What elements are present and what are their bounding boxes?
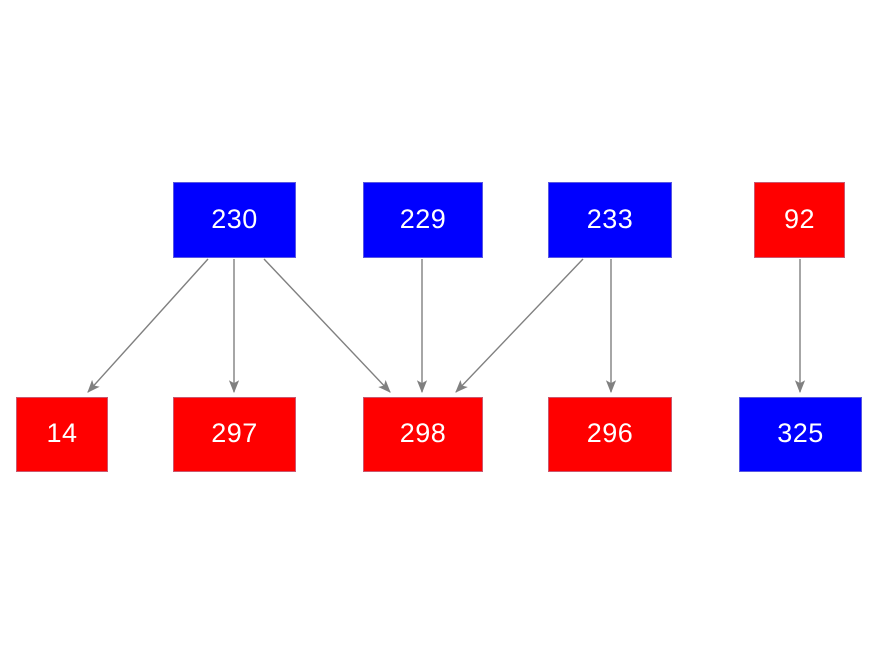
node-92[interactable]: 92	[754, 182, 845, 258]
node-label: 296	[586, 418, 634, 448]
edge-group	[87, 258, 806, 394]
node-296[interactable]: 296	[548, 397, 672, 472]
node-label: 14	[46, 418, 78, 448]
edge-233-to-298	[455, 258, 584, 393]
node-label: 298	[399, 418, 447, 448]
node-label: 297	[211, 418, 258, 448]
node-229[interactable]: 229	[363, 182, 483, 258]
node-298[interactable]: 298	[363, 397, 483, 472]
node-label: 230	[211, 203, 258, 234]
node-14[interactable]: 14	[16, 397, 108, 472]
node-label: 325	[777, 418, 824, 448]
node-297[interactable]: 297	[173, 397, 296, 472]
node-233[interactable]: 233	[548, 182, 672, 258]
node-label: 92	[783, 203, 816, 234]
node-label: 229	[399, 203, 447, 234]
edge-230-to-298	[263, 258, 391, 393]
node-230[interactable]: 230	[173, 182, 296, 258]
edge-230-to-14	[87, 258, 209, 393]
node-325[interactable]: 325	[739, 397, 862, 472]
node-label: 233	[586, 203, 634, 234]
